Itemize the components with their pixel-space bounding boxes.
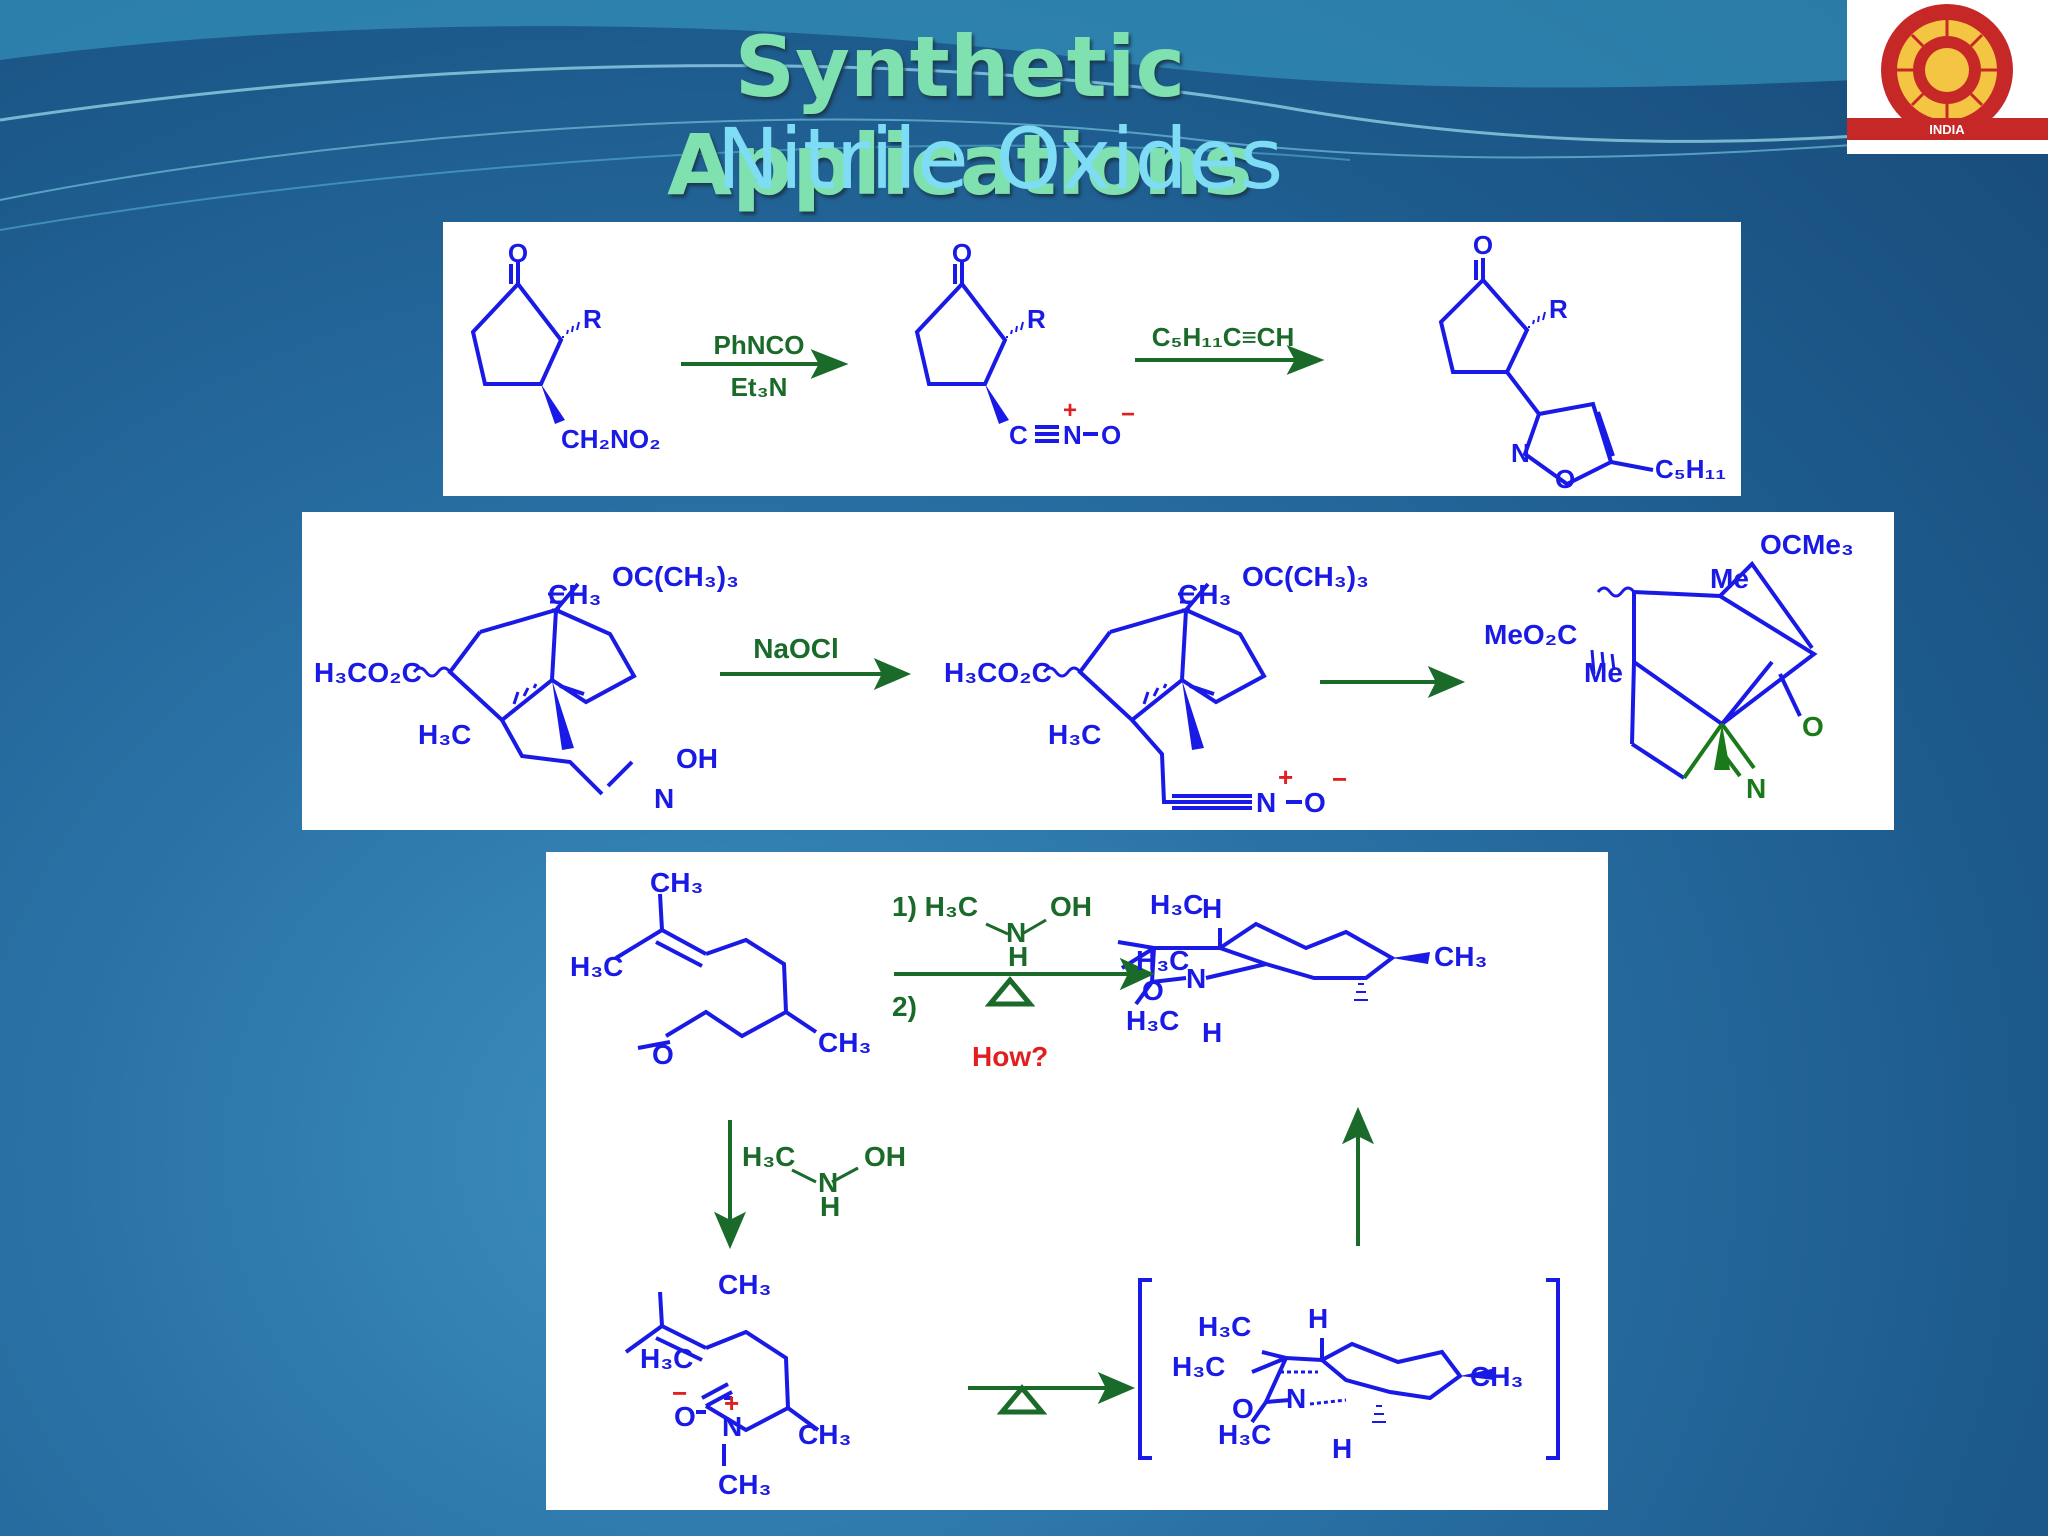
sm2-oh: OH [676,743,718,774]
int1-o-label: O [1101,420,1121,450]
reagent-top-h3c: 1) H₃C [892,891,978,922]
nitrone-ch3-br: CH₃ [798,1419,851,1450]
sm3-ch3-br: CH₃ [818,1027,871,1058]
int2-o: O [1304,787,1326,818]
sm2-ester: H₃CO₂C [314,657,422,688]
int2-plus-charge: + [1278,762,1293,792]
prod3-ch3: CH₃ [1434,941,1487,972]
nitrone-plus-charge: + [724,1388,739,1418]
prod2-ome3: OCMe₃ [1760,529,1854,560]
reagent-alkyne: C₅H₁₁C≡CH [1152,322,1294,352]
prod1-n-label: N [1511,438,1530,468]
prod1-o-label: O [1555,464,1575,494]
prod3-h3c2: H₃C [1136,945,1189,976]
nitrone-ch3-top: CH₃ [718,1269,771,1300]
ts-h-bot: H [1332,1433,1352,1464]
background-waves [0,0,2048,231]
int2-tbu: OC(CH₃)₃ [1242,561,1369,592]
nitrone-n: N [722,1411,742,1442]
ts-n: N [1286,1383,1306,1414]
prod1-ketone-o: O [1473,230,1493,260]
slide-subtitle: Nitrile Oxides [716,110,1284,208]
sm3-h3c: H₃C [570,951,623,982]
reagent-down-oh: OH [864,1141,906,1172]
int1-minus-charge: − [1121,401,1135,428]
sm3-o: O [652,1039,674,1070]
prod3-n: N [1186,963,1206,994]
sm1-nitro-label: CH₂NO₂ [561,424,661,454]
prod2-n: N [1746,773,1766,804]
prod3-o: O [1142,975,1164,1006]
reagent-top-oh: OH [1050,891,1092,922]
prod2-o: O [1802,711,1824,742]
sm2-n: N [654,783,674,814]
institute-logo: INDIA [1847,0,2048,154]
prod1-r-label: R [1549,294,1568,324]
nitrone-o: O [674,1401,696,1432]
nitrone-h3c: H₃C [640,1343,693,1374]
logo-seal [1847,4,2048,140]
prod1-alkyl-label: C₅H₁₁ [1655,454,1726,484]
sm2-tbu: OC(CH₃)₃ [612,561,739,592]
prod3-h3c1: H₃C [1150,889,1203,920]
reagent-phnco: PhNCO [714,330,805,360]
reagent-step2: 2) [892,991,917,1022]
reagent-naocl: NaOCl [753,633,839,664]
reaction-panel-2: H₃CO₂C CH₃ OC(CH₃)₃ H₃C OH N H₃CO₂C CH₃ … [302,512,1894,830]
prod3-h-bot: H [1202,1017,1222,1048]
prod2-ester: MeO₂C [1484,619,1577,650]
ts-h3c2: H₃C [1172,1351,1225,1382]
prod3-h3c3: H₃C [1126,1005,1179,1036]
sm3-ch3-top: CH₃ [650,867,703,898]
int2-minus-charge: − [1332,764,1347,794]
reagent-down-h3c: H₃C [742,1141,795,1172]
int2-methyl-top: CH₃ [1178,579,1231,610]
reagent-top-h: H [1008,941,1028,972]
ts-o: O [1232,1393,1254,1424]
int1-c-label: C [1009,420,1028,450]
slide-title: Synthetic Applications [667,18,1253,214]
int1-r-label: R [1027,304,1046,334]
ts-ch3: CH₃ [1470,1361,1523,1392]
reagent-down-n: N [818,1167,838,1198]
reaction-panel-3: CH₃ H₃C O CH₃ CH₃ H₃C O N CH₃ CH₃ H H H₃… [546,852,1608,1510]
int2-n: N [1256,787,1276,818]
question-how: How? [972,1041,1048,1072]
prod2-me2: Me [1584,657,1623,688]
int2-methyl-low: H₃C [1048,719,1101,750]
prod2-me1: Me [1710,563,1749,594]
reagent-et3n: Et₃N [731,372,788,402]
sm1-r-label: R [583,304,602,334]
int1-ketone-o: O [952,238,972,268]
sm1-ketone-o: O [508,238,528,268]
reagent-down-h: H [820,1191,840,1222]
ts-h-top: H [1308,1303,1328,1334]
reagent-top-n: N [1006,917,1026,948]
sm2-methyl-low: H₃C [418,719,471,750]
sm2-methyl-top: CH₃ [548,579,601,610]
prod3-h-top: H [1202,893,1222,924]
nitrone-nme: CH₃ [718,1469,771,1500]
ts-h3c3: H₃C [1218,1419,1271,1450]
int1-n-label: N [1063,420,1082,450]
ts-h3c1: H₃C [1198,1311,1251,1342]
int2-ester: H₃CO₂C [944,657,1052,688]
nitrone-minus-charge: − [672,1378,687,1408]
logo-country: INDIA [1929,122,1965,137]
int1-plus-charge: + [1063,397,1077,424]
reaction-panel-1: O R CH₂NO₂ O R C N O O R N O C₅H₁₁ + − P… [443,222,1741,496]
